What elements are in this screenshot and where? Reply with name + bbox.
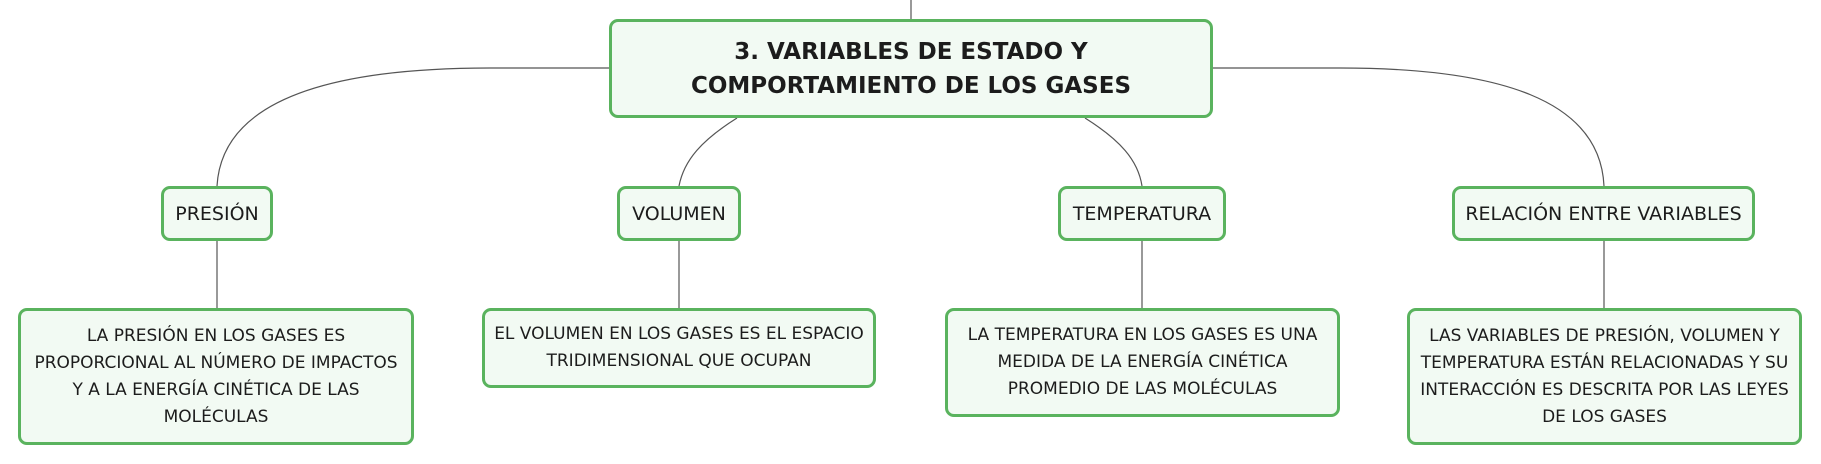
connector-root-volumen xyxy=(678,117,738,187)
connector-root-presion xyxy=(216,67,609,187)
topic-relacion-label: RELACIÓN ENTRE VARIABLES xyxy=(1465,202,1742,225)
subtopic-presion-detail[interactable]: LA PRESIÓN EN LOS GASES ES PROPORCIONAL … xyxy=(18,308,414,445)
connector-root-temperatura xyxy=(1084,117,1143,187)
topic-presion[interactable]: PRESIÓN xyxy=(161,186,273,241)
topic-relacion-entre-variables[interactable]: RELACIÓN ENTRE VARIABLES xyxy=(1452,186,1755,241)
subtopic-temperatura-text: LA TEMPERATURA EN LOS GASES ES UNA MEDID… xyxy=(967,325,1318,399)
connector-root-relacion xyxy=(1213,67,1605,187)
topic-volumen[interactable]: VOLUMEN xyxy=(617,186,741,241)
topic-temperatura[interactable]: TEMPERATURA xyxy=(1058,186,1226,241)
subtopic-presion-text: LA PRESIÓN EN LOS GASES ES PROPORCIONAL … xyxy=(34,325,398,427)
topic-temperatura-label: TEMPERATURA xyxy=(1072,202,1212,225)
topic-presion-label: PRESIÓN xyxy=(175,202,259,225)
root-topic-title: 3. VARIABLES DE ESTADO Y COMPORTAMIENTO … xyxy=(690,38,1132,99)
subtopic-temperatura-detail[interactable]: LA TEMPERATURA EN LOS GASES ES UNA MEDID… xyxy=(945,308,1340,417)
subtopic-volumen-detail[interactable]: EL VOLUMEN EN LOS GASES ES EL ESPACIO TR… xyxy=(482,308,876,388)
subtopic-volumen-text: EL VOLUMEN EN LOS GASES ES EL ESPACIO TR… xyxy=(494,324,864,371)
subtopic-relacion-detail[interactable]: LAS VARIABLES DE PRESIÓN, VOLUMEN Y TEMP… xyxy=(1407,308,1802,445)
subtopic-relacion-text: LAS VARIABLES DE PRESIÓN, VOLUMEN Y TEMP… xyxy=(1420,325,1789,427)
root-topic[interactable]: 3. VARIABLES DE ESTADO Y COMPORTAMIENTO … xyxy=(609,19,1213,118)
topic-volumen-label: VOLUMEN xyxy=(632,202,726,225)
